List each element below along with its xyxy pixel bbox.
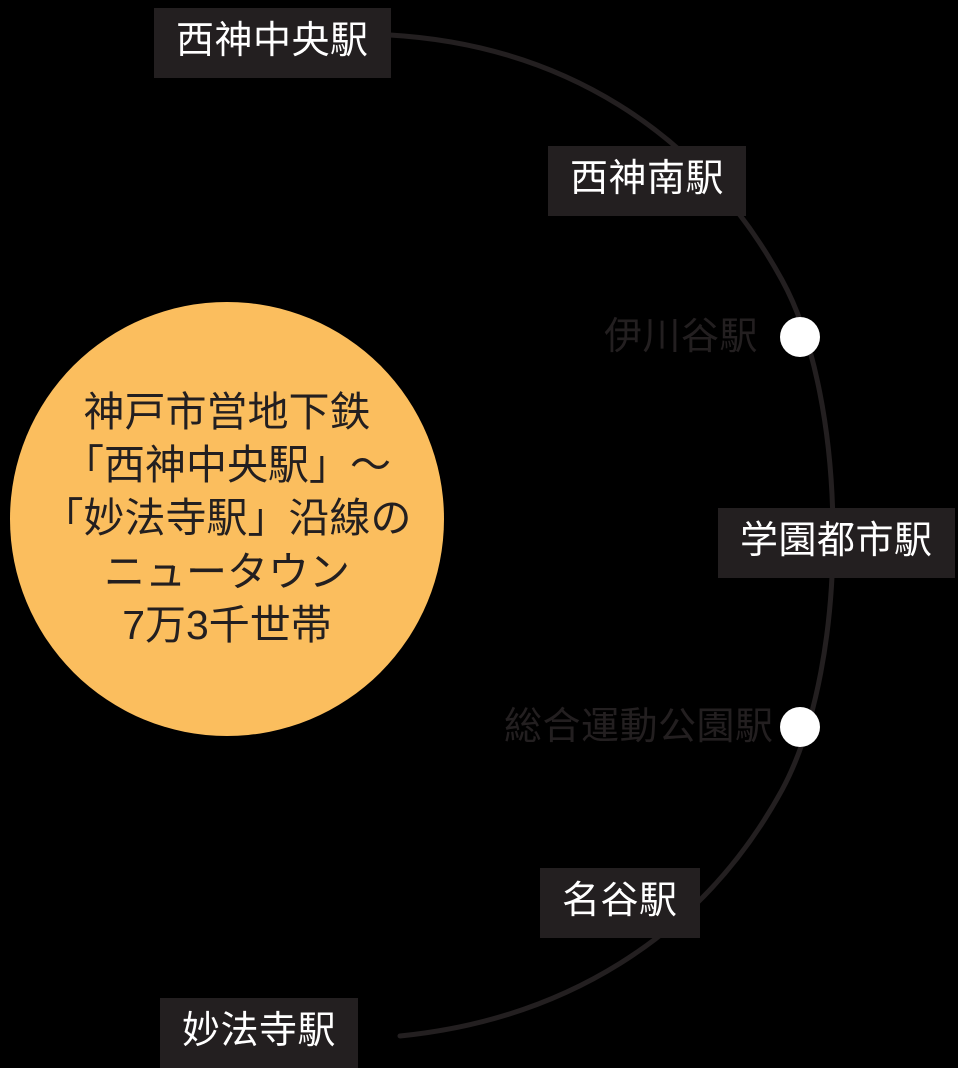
station-label-ikawadani[interactable]: 伊川谷駅 xyxy=(604,316,759,358)
summary-line-5: 7万3千世帯 xyxy=(122,601,332,648)
summary-line-4: ニュータウン xyxy=(104,548,350,595)
station-label-sogo-undo-koen[interactable]: 総合運動公園駅 xyxy=(504,706,774,748)
summary-line-1: 神戸市営地下鉄 xyxy=(83,388,371,435)
summary-line-2: 「西神中央駅」〜 xyxy=(63,442,391,489)
station-label-nishi-shin-chuo[interactable]: 西神中央駅 xyxy=(154,8,391,78)
station-label-nishi-shin-minami[interactable]: 西神南駅 xyxy=(548,146,747,216)
station-label-gakuen-toshi[interactable]: 学園都市駅 xyxy=(718,508,955,578)
station-label-myohoji[interactable]: 妙法寺駅 xyxy=(160,998,359,1068)
station-marker-ikawadani[interactable] xyxy=(780,317,820,357)
summary-line-3: 「妙法寺駅」沿線の xyxy=(42,495,412,542)
station-label-myodani[interactable]: 名谷駅 xyxy=(540,868,700,938)
station-marker-sogo-undo-koen[interactable] xyxy=(780,707,820,747)
summary-bubble: 神戸市営地下鉄 「西神中央駅」〜 「妙法寺駅」沿線の ニュータウン 7万3千世帯 xyxy=(10,302,444,736)
